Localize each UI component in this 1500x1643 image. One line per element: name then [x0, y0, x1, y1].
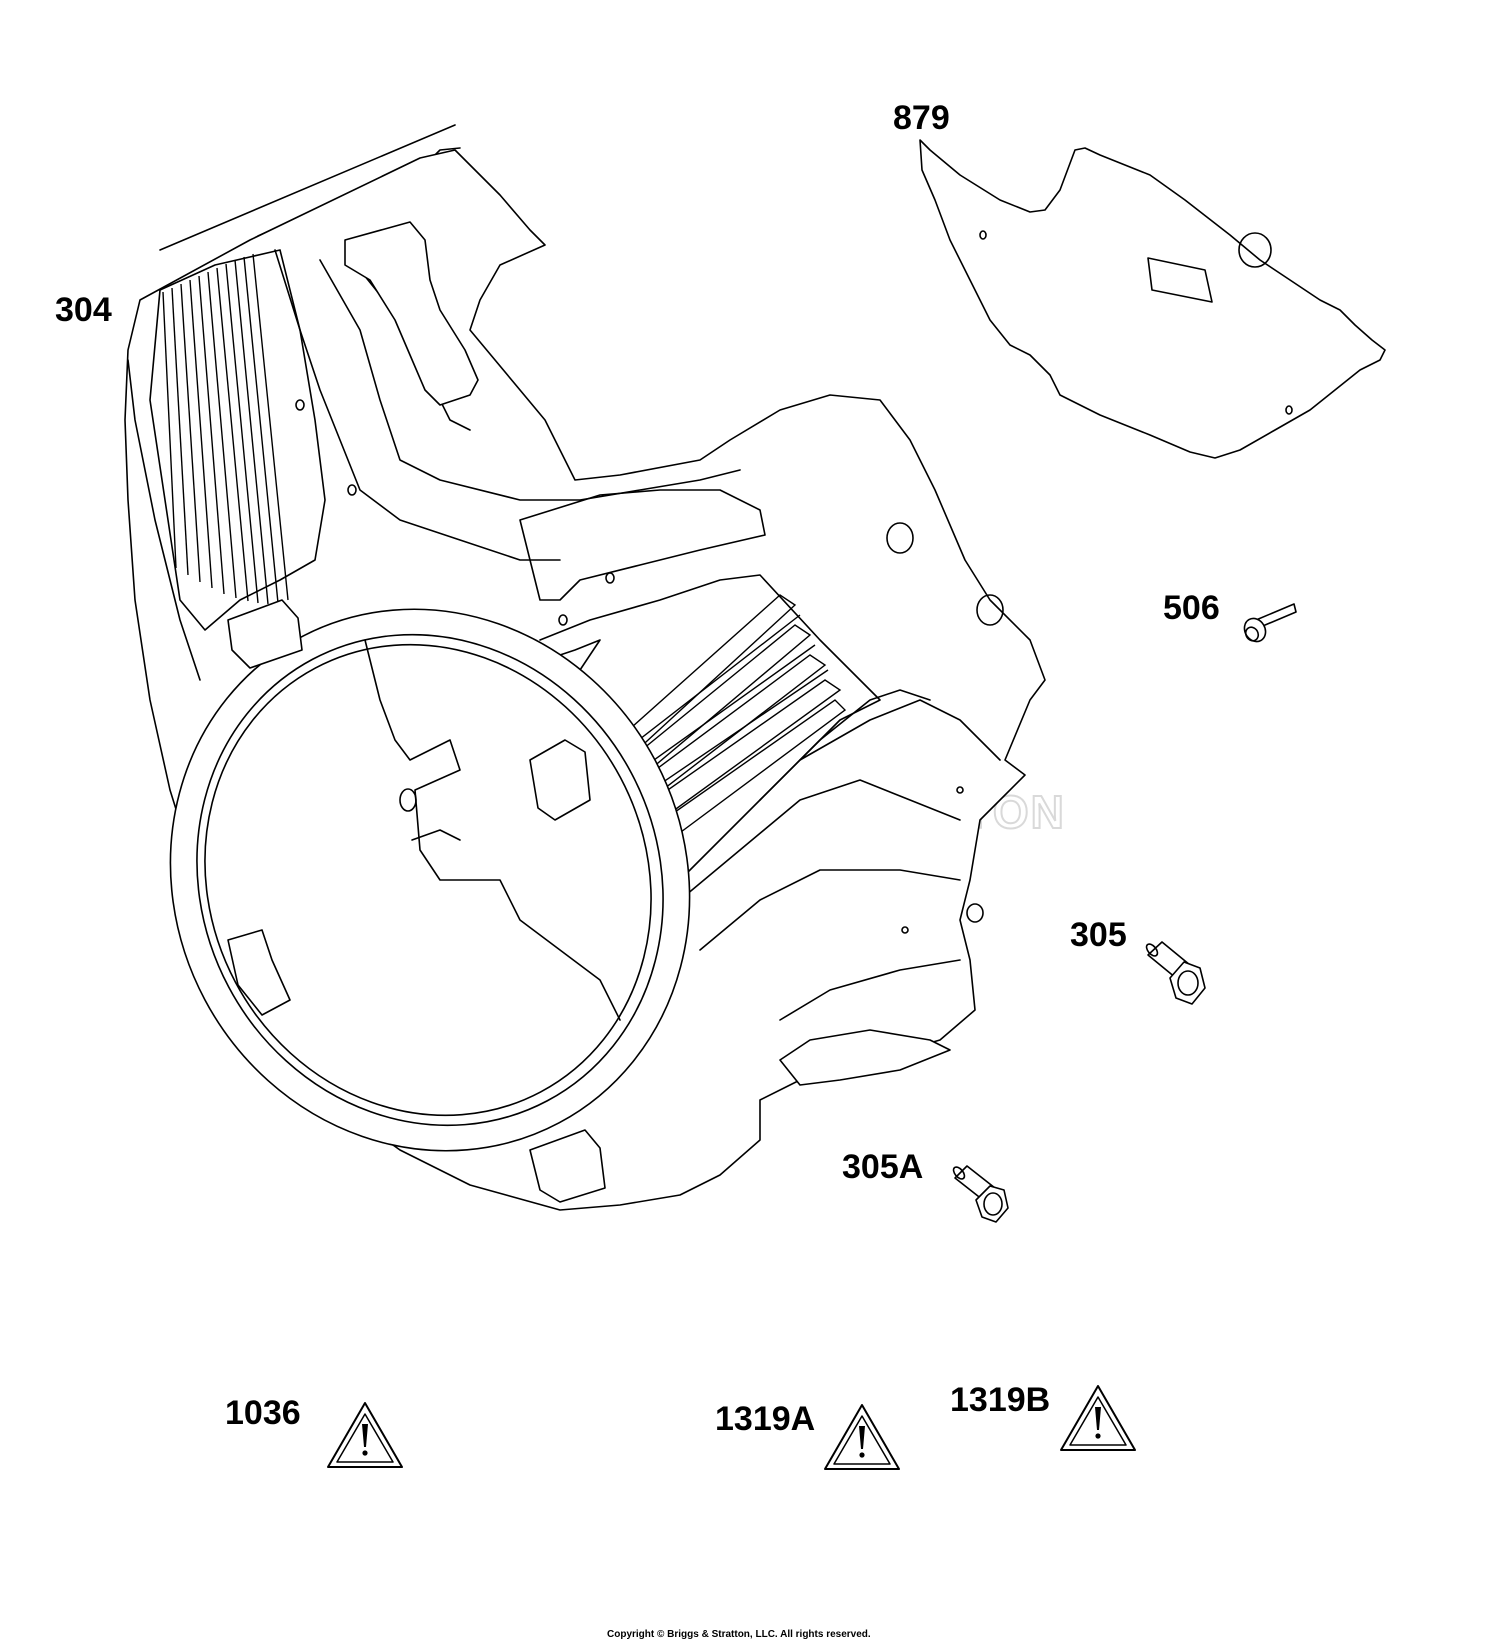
warning-triangle-icon[interactable]: [327, 1402, 403, 1468]
blower-housing-drawing[interactable]: [76, 124, 1046, 1243]
callout-879[interactable]: 879: [893, 99, 950, 137]
callout-1036[interactable]: 1036: [225, 1394, 301, 1432]
callout-1319B[interactable]: 1319B: [950, 1381, 1050, 1419]
screw-icon[interactable]: [1240, 603, 1297, 645]
callout-305A[interactable]: 305A: [842, 1148, 923, 1186]
callout-506[interactable]: 506: [1163, 589, 1220, 627]
heat-shield-drawing[interactable]: [919, 139, 1386, 459]
hex-bolt-icon-a[interactable]: [951, 1165, 1009, 1223]
warning-triangle-icon-a[interactable]: [824, 1404, 900, 1470]
copyright-notice: Copyright © Briggs & Stratton, LLC. All …: [607, 1629, 871, 1640]
callout-1319A[interactable]: 1319A: [715, 1400, 815, 1438]
callout-304[interactable]: 304: [55, 291, 112, 329]
hex-bolt-icon[interactable]: [1144, 941, 1206, 1005]
warning-triangle-icon-b[interactable]: [1060, 1385, 1136, 1451]
callout-305[interactable]: 305: [1070, 916, 1127, 954]
